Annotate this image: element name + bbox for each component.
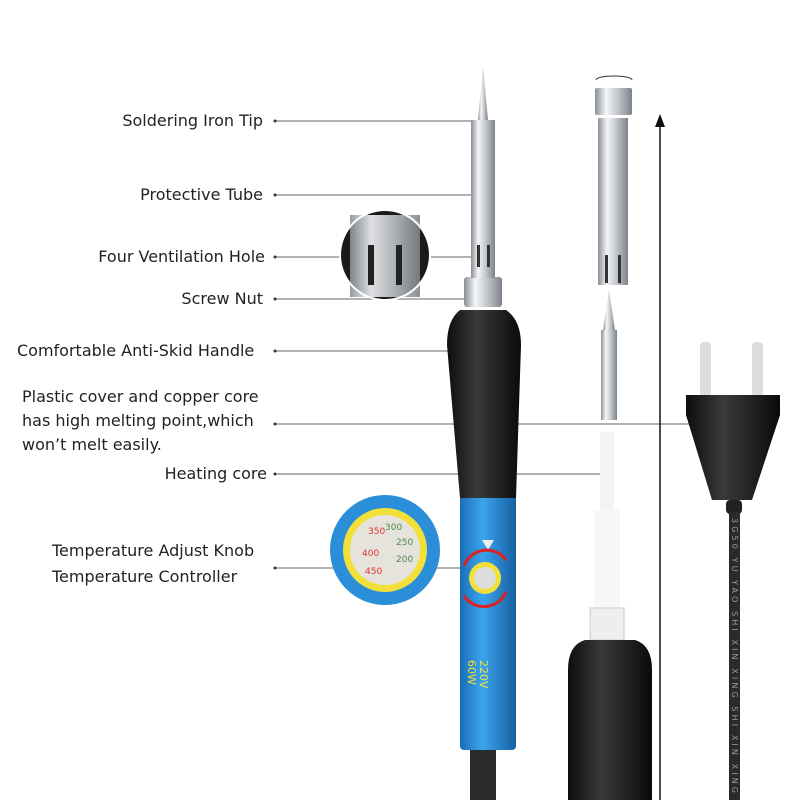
assembly-arrow [655, 114, 665, 800]
rating-voltage: 220V [477, 660, 490, 689]
tube-part [598, 118, 628, 285]
tip-part [601, 330, 617, 420]
leader-dots [273, 119, 277, 570]
label-ventilation-hole: Four Ventilation Hole [98, 247, 265, 266]
handle-part [568, 640, 652, 800]
rotate-arrow-icon [462, 548, 508, 567]
iron-tip [478, 66, 488, 120]
soldering-iron: 220V 60W [447, 66, 521, 800]
label-knob-1: Temperature Adjust Knob [52, 541, 255, 560]
ventilation-hole-inset [339, 209, 431, 301]
black-handle [447, 310, 521, 498]
nut-part [595, 88, 632, 115]
dial-value: 200 [396, 555, 413, 565]
rating-power: 60W [465, 660, 478, 685]
label-cover-3: won’t melt easily. [22, 435, 162, 454]
label-knob-2: Temperature Controller [52, 567, 238, 586]
cable-print: 3G50 YU YAO SHI XIN XING SHI XIN XING [730, 518, 739, 793]
label-soldering-iron-tip: Soldering Iron Tip [122, 111, 263, 130]
rotate-arrow-icon [462, 591, 508, 609]
heating-core-part [600, 432, 614, 512]
protective-tube [471, 120, 495, 278]
dial-value: 300 [385, 523, 402, 533]
knob-inset: 400 450 350 300 250 200 [330, 495, 440, 605]
dial-value: 400 [362, 549, 379, 559]
blue-body [460, 495, 516, 750]
eu-plug: 3G50 YU YAO SHI XIN XING SHI XIN XING [686, 342, 780, 800]
screw-nut [464, 277, 502, 307]
exploded-parts [568, 75, 652, 800]
label-cover-2: has high melting point,which [22, 411, 254, 430]
label-screw-nut: Screw Nut [181, 289, 263, 308]
label-handle: Comfortable Anti-Skid Handle [17, 341, 255, 360]
dial-value: 250 [396, 538, 413, 548]
label-heating-core: Heating core [164, 464, 267, 483]
plug-cord [729, 512, 740, 800]
dial-value: 450 [365, 567, 382, 577]
rotate-icon [595, 75, 633, 81]
label-protective-tube: Protective Tube [140, 185, 263, 204]
label-cover-1: Plastic cover and copper core [22, 387, 259, 406]
dial-value: 350 [368, 527, 385, 537]
